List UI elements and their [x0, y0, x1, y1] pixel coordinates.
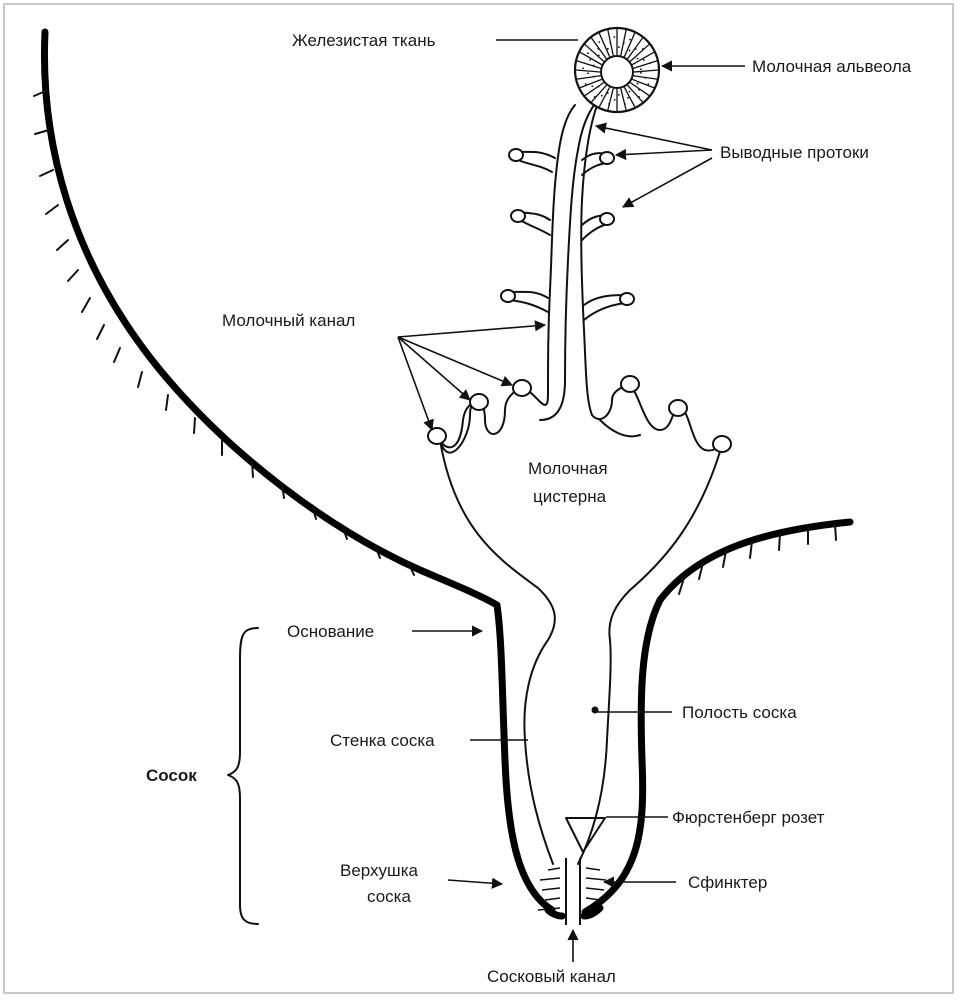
alveolus-dot — [594, 96, 596, 98]
label-ducts: Выводные протоки — [720, 143, 869, 162]
alveolus-dot — [642, 48, 644, 50]
label-cistern-line2: цистерна — [533, 487, 607, 506]
alveolus-dot — [629, 91, 631, 93]
alveolus-dot — [618, 94, 620, 96]
alveolus-dot — [644, 77, 646, 79]
alveolus-dot — [582, 67, 584, 69]
alveolus-dot — [618, 46, 620, 48]
milk-canal-branches-right — [630, 385, 722, 451]
udder-skin-left — [44, 32, 552, 910]
alveolus-dot — [640, 72, 642, 74]
teat-brace — [228, 628, 258, 924]
alveolus-dot — [598, 41, 600, 43]
alveolus-dot — [623, 42, 625, 44]
alveolus-dot — [593, 64, 595, 66]
cistern-outline-right — [578, 445, 722, 864]
duct-ends — [428, 149, 731, 452]
alveolus-dot — [638, 96, 640, 98]
label-teat-wall: Стенка соска — [330, 731, 435, 750]
label-teat-canal: Сосковый канал — [487, 967, 616, 986]
alveolus-dot — [607, 48, 609, 50]
alveolus-dot — [598, 54, 600, 56]
alveolus-dot — [613, 36, 615, 38]
alveolus-dot — [647, 83, 649, 85]
duct-stubs-right — [582, 153, 625, 320]
alveolus-dot — [587, 52, 589, 54]
duct-stubs-left — [510, 152, 555, 312]
alveolus-dot — [643, 59, 645, 61]
alveolus-dot — [585, 83, 587, 85]
alveolus-dot — [593, 76, 595, 78]
teat-canal — [566, 858, 580, 925]
alveolus-dot — [598, 86, 600, 88]
alveolus-dot — [591, 85, 593, 87]
label-furstenberg: Фюрстенберг розет — [672, 808, 825, 827]
alveolus-dot — [637, 58, 639, 60]
alveolus-dot — [640, 68, 642, 70]
label-sphincter: Сфинктер — [688, 873, 767, 892]
label-teat: Сосок — [146, 766, 197, 785]
milk-alveolus — [575, 28, 659, 112]
label-glandular-tissue: Железистая ткань — [292, 31, 436, 50]
hair-left — [34, 90, 414, 575]
alveolus-dot — [608, 103, 610, 105]
label-tip-line2: соска — [367, 887, 411, 906]
label-tip-line1: Верхушка — [340, 861, 419, 880]
alveolus-dot — [629, 50, 631, 52]
alveolus-dot — [638, 89, 640, 91]
alveolus-dot — [627, 97, 629, 99]
milk-canal-branches-right-2 — [600, 420, 640, 436]
label-alveolus: Молочная альвеола — [752, 57, 912, 76]
alveolus-dot — [649, 62, 651, 64]
alveolus-dot — [607, 92, 609, 94]
alveolus-dot — [635, 48, 637, 50]
label-cistern-line1: Молочная — [528, 459, 608, 478]
alveolus-dot — [609, 42, 611, 44]
alveolus-dot — [587, 72, 589, 74]
alveolus-dot — [614, 99, 616, 101]
label-teat-cavity: Полость соска — [682, 703, 797, 722]
alveolus-dot — [629, 39, 631, 41]
alveolus-dot — [601, 95, 603, 97]
alveolus-dot — [624, 103, 626, 105]
label-base: Основание — [287, 622, 374, 641]
furstenberg-rosette — [566, 818, 605, 852]
alveolus-dot — [589, 59, 591, 61]
alveolus-dot — [637, 83, 639, 85]
alveolus-dot — [597, 48, 599, 50]
label-milk-canal: Молочный канал — [222, 311, 355, 330]
main-duct-right — [581, 98, 630, 419]
main-duct-left — [522, 105, 575, 405]
teat-tip-left — [548, 910, 562, 916]
